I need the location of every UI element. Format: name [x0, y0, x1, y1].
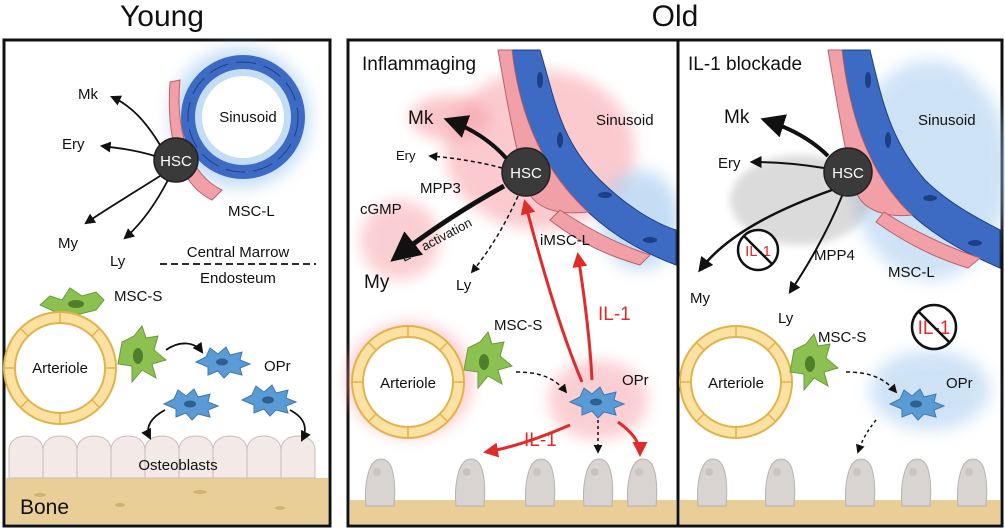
hsc-label: HSC	[832, 165, 864, 182]
bone-label: Bone	[20, 496, 69, 519]
opr-label: OPr	[946, 375, 973, 392]
young-lineage-arrows	[84, 95, 169, 240]
arrow-ly	[470, 195, 519, 274]
lineage-my: My	[58, 235, 78, 252]
msc-s-label: MSC-S	[114, 288, 162, 305]
lineage-ly: Ly	[456, 277, 472, 294]
header-old: Old	[652, 0, 699, 33]
il1-lower-label: IL-1	[524, 430, 557, 451]
bone-layer	[6, 478, 328, 524]
arrow-msc-to-opr	[515, 371, 568, 394]
hsc-label: HSC	[510, 165, 542, 182]
blockade-title: IL-1 blockade	[688, 54, 802, 75]
zone-central-marrow: Central Marrow	[187, 244, 290, 261]
sinusoid-label: Sinusoid	[219, 109, 277, 126]
hsc-cell: HSC	[153, 137, 199, 183]
il1-blocked-sign-upper: IL-1	[736, 228, 780, 272]
young-osteo-arrows	[141, 341, 311, 442]
msc-s-label: MSC-S	[494, 317, 542, 334]
lineage-mk: Mk	[408, 108, 434, 129]
lineage-ery: Ery	[718, 155, 741, 172]
arrow-ery	[428, 152, 503, 169]
msc-s-label: MSC-S	[818, 329, 866, 346]
il1-upper-label: IL-1	[598, 304, 631, 325]
panel-il1-blockade: IL-1 blockade Sinusoid MSC-L HSC Mk	[676, 38, 1005, 528]
lineage-mk: Mk	[724, 107, 750, 128]
arteriole-label: Arteriole	[708, 375, 764, 392]
arteriole-label: Arteriole	[380, 375, 436, 392]
arrow-ery	[749, 156, 825, 169]
arrow-msc-to-opr	[845, 371, 898, 394]
msc-l-label: MSC-L	[228, 203, 275, 220]
imsc-l-label: iMSC-L	[540, 232, 590, 249]
arrow-opr-to-bone	[856, 419, 877, 454]
arrow-mk	[443, 115, 508, 160]
pathway-mpp4: MPP4	[814, 247, 855, 264]
hsc-label: HSC	[160, 153, 192, 170]
zone-endosteum: Endosteum	[200, 270, 276, 287]
panel-young: Osteoblasts Bone Sinusoid MSC-L HSC Mk E…	[2, 38, 332, 528]
lineage-my: My	[364, 272, 390, 293]
inflammaging-title: Inflammaging	[362, 54, 476, 75]
lineage-ery: Ery	[396, 148, 416, 163]
osteoblasts-label: Osteoblasts	[138, 457, 217, 474]
msc-l-label: MSC-L	[888, 264, 935, 281]
opr-label: OPr	[264, 358, 291, 375]
lineage-ly: Ly	[778, 310, 794, 327]
hsc-cell: HSC	[501, 147, 551, 197]
il1-blocked-sign-lower: IL-1	[910, 303, 958, 351]
pathway-cgmp: cGMP	[360, 201, 402, 218]
sinusoid-label: Sinusoid	[918, 112, 976, 129]
sinusoid-label: Sinusoid	[596, 112, 654, 129]
opr-label: OPr	[622, 372, 649, 389]
il1-signal-arrows	[483, 199, 648, 458]
panel-inflammaging: Inflammaging Sinusoid iMSC-L HSC	[346, 38, 680, 528]
header-young: Young	[120, 0, 204, 33]
lineage-ly: Ly	[110, 253, 126, 270]
lineage-mk: Mk	[78, 86, 98, 103]
arrow-ly	[788, 195, 843, 294]
hsc-cell: HSC	[823, 147, 873, 197]
lineage-ery: Ery	[62, 136, 85, 153]
arrow-my	[698, 188, 833, 273]
arrow-my	[390, 183, 506, 262]
pathway-mpp3: MPP3	[420, 180, 461, 197]
arrow-mk	[760, 114, 830, 158]
arteriole-label: Arteriole	[32, 360, 88, 377]
lineage-my: My	[690, 290, 710, 307]
